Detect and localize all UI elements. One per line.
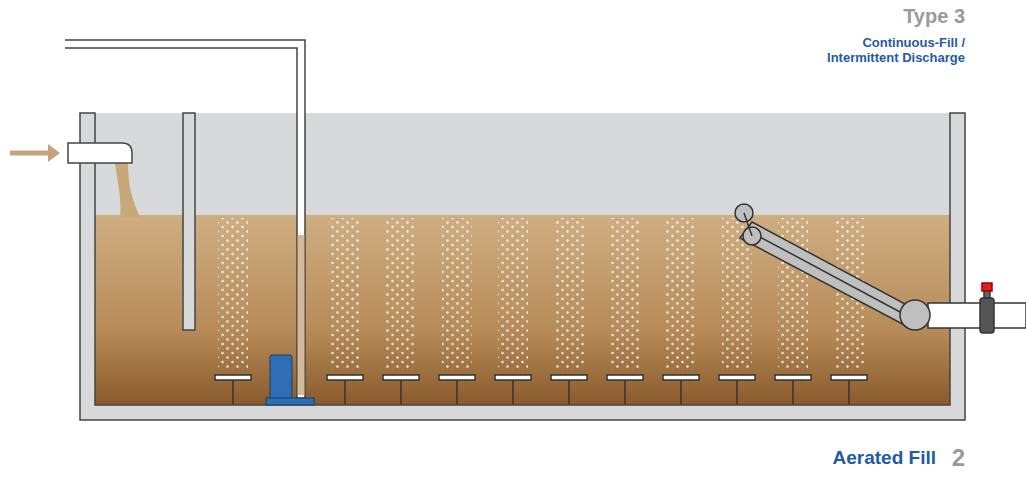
inflow-arrow-head [48,144,60,162]
inflow-arrow [10,151,50,156]
type-subtitle: Continuous-Fill / Intermittent Discharge [795,36,965,66]
decanter [735,204,1026,333]
diffusers [215,375,867,405]
inflow-stream [115,163,140,217]
inlet-pipe [68,143,132,163]
baffle-wall [183,113,195,330]
tank-wall [80,113,965,420]
sludge-pump [266,355,314,405]
type-title: Type 3 [903,5,965,28]
phase-name: Aerated Fill [833,447,936,469]
tank-headspace [95,113,950,405]
phase-number: 2 [952,444,965,472]
mixed-liquor [95,215,950,405]
sludge-pipe [65,40,305,398]
